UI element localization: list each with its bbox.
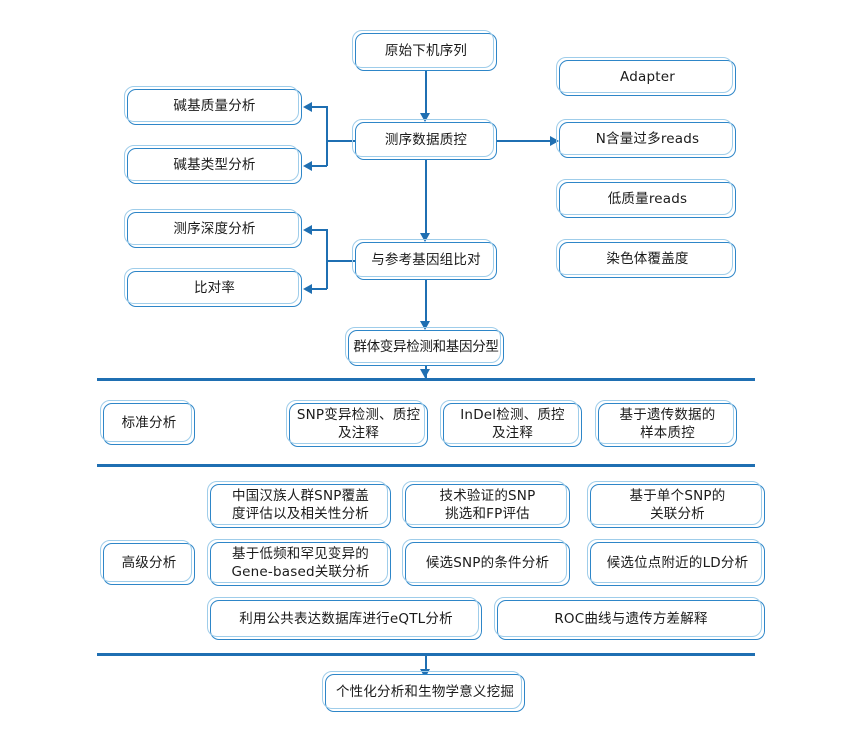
arrowhead-qc-to-base-type	[303, 160, 312, 171]
node-gene-based-association-label: 基于低频和罕见变异的 Gene-based关联分析	[231, 546, 370, 580]
connector-raw-to-qc	[425, 71, 428, 116]
node-adapter-label: Adapter	[620, 69, 675, 86]
connector-qc-left-riser	[325, 106, 329, 166]
node-n-content-reads[interactable]: N含量过多reads	[556, 119, 736, 158]
node-technical-validation-snp[interactable]: 技术验证的SNP 挑选和FP评估	[402, 481, 570, 528]
node-sequencing-depth-analysis-label: 测序深度分析	[173, 221, 256, 238]
node-roc-genetic-variance-label: ROC曲线与遗传方差解释	[554, 611, 708, 628]
node-eqtl-analysis[interactable]: 利用公共表达数据库进行eQTL分析	[207, 597, 482, 640]
node-n-content-reads-label: N含量过多reads	[595, 131, 700, 148]
node-candidate-snp-conditional-label: 候选SNP的条件分析	[425, 555, 550, 572]
section-label-standard-analysis[interactable]: 标准分析	[100, 400, 195, 445]
node-chromosome-coverage-label: 染色体覆盖度	[606, 251, 689, 268]
node-personalized-analysis-label: 个性化分析和生物学意义挖掘	[335, 684, 515, 701]
divider-standard-analysis	[97, 378, 755, 381]
node-reference-alignment[interactable]: 与参考基因组比对	[352, 239, 497, 280]
node-han-chinese-snp-coverage-label: 中国汉族人群SNP覆盖 度评估以及相关性分析	[231, 488, 369, 522]
node-raw-sequence-label: 原始下机序列	[384, 43, 468, 60]
node-adapter[interactable]: Adapter	[556, 57, 736, 96]
connector-align-to-variant	[425, 280, 428, 324]
node-genetic-data-sample-qc-label: 基于遗传数据的 样本质控	[619, 407, 716, 441]
node-alignment-rate-label: 比对率	[193, 280, 236, 297]
node-gene-based-association[interactable]: 基于低频和罕见变异的 Gene-based关联分析	[207, 539, 391, 586]
arrowhead-raw-to-qc	[420, 113, 431, 122]
node-sequencing-depth-analysis[interactable]: 测序深度分析	[124, 209, 302, 248]
connector-qc-to-alignment	[425, 160, 428, 236]
connector-align-to-rate	[312, 287, 327, 291]
connector-qc-to-base-type	[312, 164, 327, 168]
connector-align-left-riser	[325, 229, 329, 289]
connector-qc-to-n-reads	[497, 139, 551, 143]
node-single-snp-association[interactable]: 基于单个SNP的 关联分析	[587, 481, 765, 528]
arrowhead-divider-to-final	[420, 669, 431, 678]
node-personalized-analysis[interactable]: 个性化分析和生物学意义挖掘	[322, 671, 525, 712]
connector-align-left-stem	[327, 259, 355, 263]
node-low-quality-reads-label: 低质量reads	[607, 191, 688, 208]
arrowhead-align-to-depth	[303, 224, 312, 235]
node-indel-detection-qc-annotation[interactable]: InDel检测、质控 及注释	[440, 400, 582, 447]
node-base-type-analysis-label: 碱基类型分析	[173, 157, 256, 174]
arrowhead-qc-to-n-reads	[550, 135, 559, 146]
node-reference-alignment-label: 与参考基因组比对	[371, 252, 481, 269]
section-label-standard-analysis-label: 标准分析	[121, 415, 177, 432]
node-candidate-locus-ld-label: 候选位点附近的LD分析	[606, 555, 749, 572]
node-candidate-snp-conditional[interactable]: 候选SNP的条件分析	[402, 539, 570, 586]
divider-advanced-analysis	[97, 464, 755, 467]
arrowhead-align-to-variant	[420, 321, 431, 330]
node-chromosome-coverage[interactable]: 染色体覆盖度	[556, 239, 736, 278]
node-data-qc-label: 测序数据质控	[384, 132, 468, 149]
node-snp-detection-qc-annotation-label: SNP变异检测、质控 及注释	[296, 407, 421, 441]
arrowhead-qc-to-alignment	[420, 233, 431, 242]
connector-align-to-depth	[312, 228, 327, 232]
node-genetic-data-sample-qc[interactable]: 基于遗传数据的 样本质控	[595, 400, 737, 447]
node-base-quality-analysis-label: 碱基质量分析	[173, 98, 256, 115]
node-single-snp-association-label: 基于单个SNP的 关联分析	[629, 488, 726, 522]
arrowhead-variant-to-standard	[420, 369, 431, 378]
section-label-advanced-analysis-label: 高级分析	[121, 555, 177, 572]
arrowhead-align-to-rate	[303, 283, 312, 294]
node-base-type-analysis[interactable]: 碱基类型分析	[124, 145, 302, 184]
node-alignment-rate[interactable]: 比对率	[124, 268, 302, 307]
node-indel-detection-qc-annotation-label: InDel检测、质控 及注释	[460, 407, 565, 441]
node-eqtl-analysis-label: 利用公共表达数据库进行eQTL分析	[239, 611, 453, 628]
connector-qc-left-stem	[327, 139, 355, 143]
node-data-qc[interactable]: 测序数据质控	[352, 119, 497, 160]
connector-qc-to-base-quality	[312, 105, 327, 109]
section-label-advanced-analysis[interactable]: 高级分析	[100, 540, 195, 585]
node-variant-calling-label: 群体变异检测和基因分型	[353, 339, 499, 356]
node-candidate-locus-ld[interactable]: 候选位点附近的LD分析	[587, 539, 765, 586]
node-technical-validation-snp-label: 技术验证的SNP 挑选和FP评估	[439, 488, 536, 522]
node-roc-genetic-variance[interactable]: ROC曲线与遗传方差解释	[494, 597, 765, 640]
node-base-quality-analysis[interactable]: 碱基质量分析	[124, 86, 302, 125]
arrowhead-qc-to-base-quality	[303, 101, 312, 112]
node-variant-calling[interactable]: 群体变异检测和基因分型	[345, 327, 504, 366]
node-han-chinese-snp-coverage[interactable]: 中国汉族人群SNP覆盖 度评估以及相关性分析	[207, 481, 391, 528]
node-snp-detection-qc-annotation[interactable]: SNP变异检测、质控 及注释	[286, 400, 428, 447]
node-raw-sequence[interactable]: 原始下机序列	[352, 30, 497, 71]
connector-divider-to-final	[425, 654, 428, 674]
node-low-quality-reads[interactable]: 低质量reads	[556, 179, 736, 218]
